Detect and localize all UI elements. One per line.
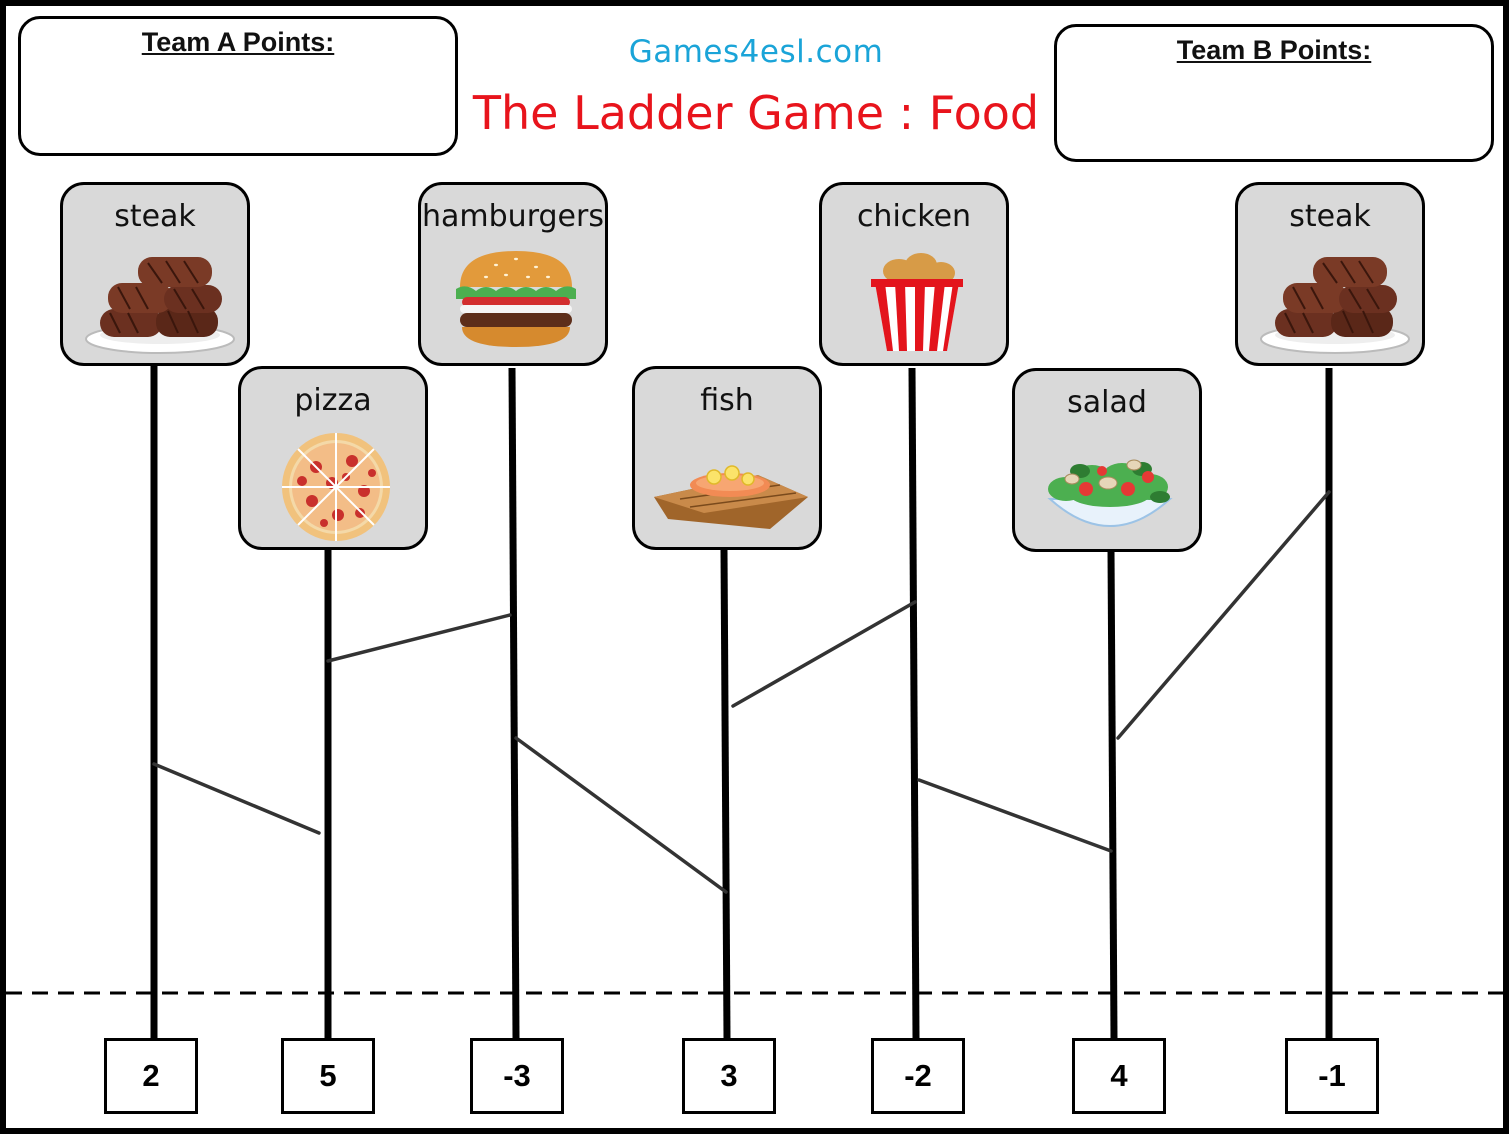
food-card-chicken[interactable]: chicken [819,182,1009,366]
steak-icon [1260,257,1410,354]
salad-icon [1047,459,1173,527]
food-card-steak[interactable]: steak [60,182,250,366]
team-b-points-label: Team B Points: [1176,35,1372,65]
card-label: salad [1067,385,1147,420]
ladder-pole-6 [1107,549,1118,1039]
team-b-points-box[interactable]: Team B Points: [1054,24,1494,162]
score-box-3[interactable]: -3 [470,1038,564,1114]
steak-icon [85,257,235,354]
card-label: steak [114,199,196,234]
card-label: fish [700,383,754,418]
card-label: pizza [294,383,372,418]
food-card-steak-2[interactable]: steak [1235,182,1425,366]
score-box-1[interactable]: 2 [104,1038,198,1114]
pizza-icon [282,433,390,541]
score-box-5[interactable]: -2 [871,1038,965,1114]
food-card-salad[interactable]: salad [1012,368,1202,552]
ladder-rung-3 [514,736,728,894]
card-label: steak [1289,199,1371,234]
ladder-pole-4 [720,549,731,1039]
food-card-pizza[interactable]: pizza [238,366,428,550]
ladder-lines [6,366,1503,1039]
fish-icon [654,465,808,529]
card-label: chicken [856,199,972,234]
team-a-points-box[interactable]: Team A Points: [18,16,458,156]
ladder-rung-5 [917,778,1113,853]
ladder-pole-5 [908,367,920,1039]
food-card-hamburgers[interactable]: hamburgers [418,182,608,366]
ladder-rung-4 [731,600,917,708]
ladder-rung-1 [152,762,321,835]
ladder-rung-6 [1116,490,1331,740]
chicken-bucket-icon [871,253,963,351]
team-a-points-label: Team A Points: [141,27,335,57]
score-box-4[interactable]: 3 [682,1038,776,1114]
score-box-6[interactable]: 4 [1072,1038,1166,1114]
hamburger-icon [456,251,576,347]
score-box-2[interactable]: 5 [281,1038,375,1114]
score-box-7[interactable]: -1 [1285,1038,1379,1114]
game-title: The Ladder Game : Food [472,86,1040,140]
ladder-rung-2 [326,613,512,663]
food-card-fish[interactable]: fish [632,366,822,550]
ladder-pole-3 [508,367,520,1039]
site-name: Games4esl.com [628,34,884,70]
card-label: hamburgers [422,199,604,234]
